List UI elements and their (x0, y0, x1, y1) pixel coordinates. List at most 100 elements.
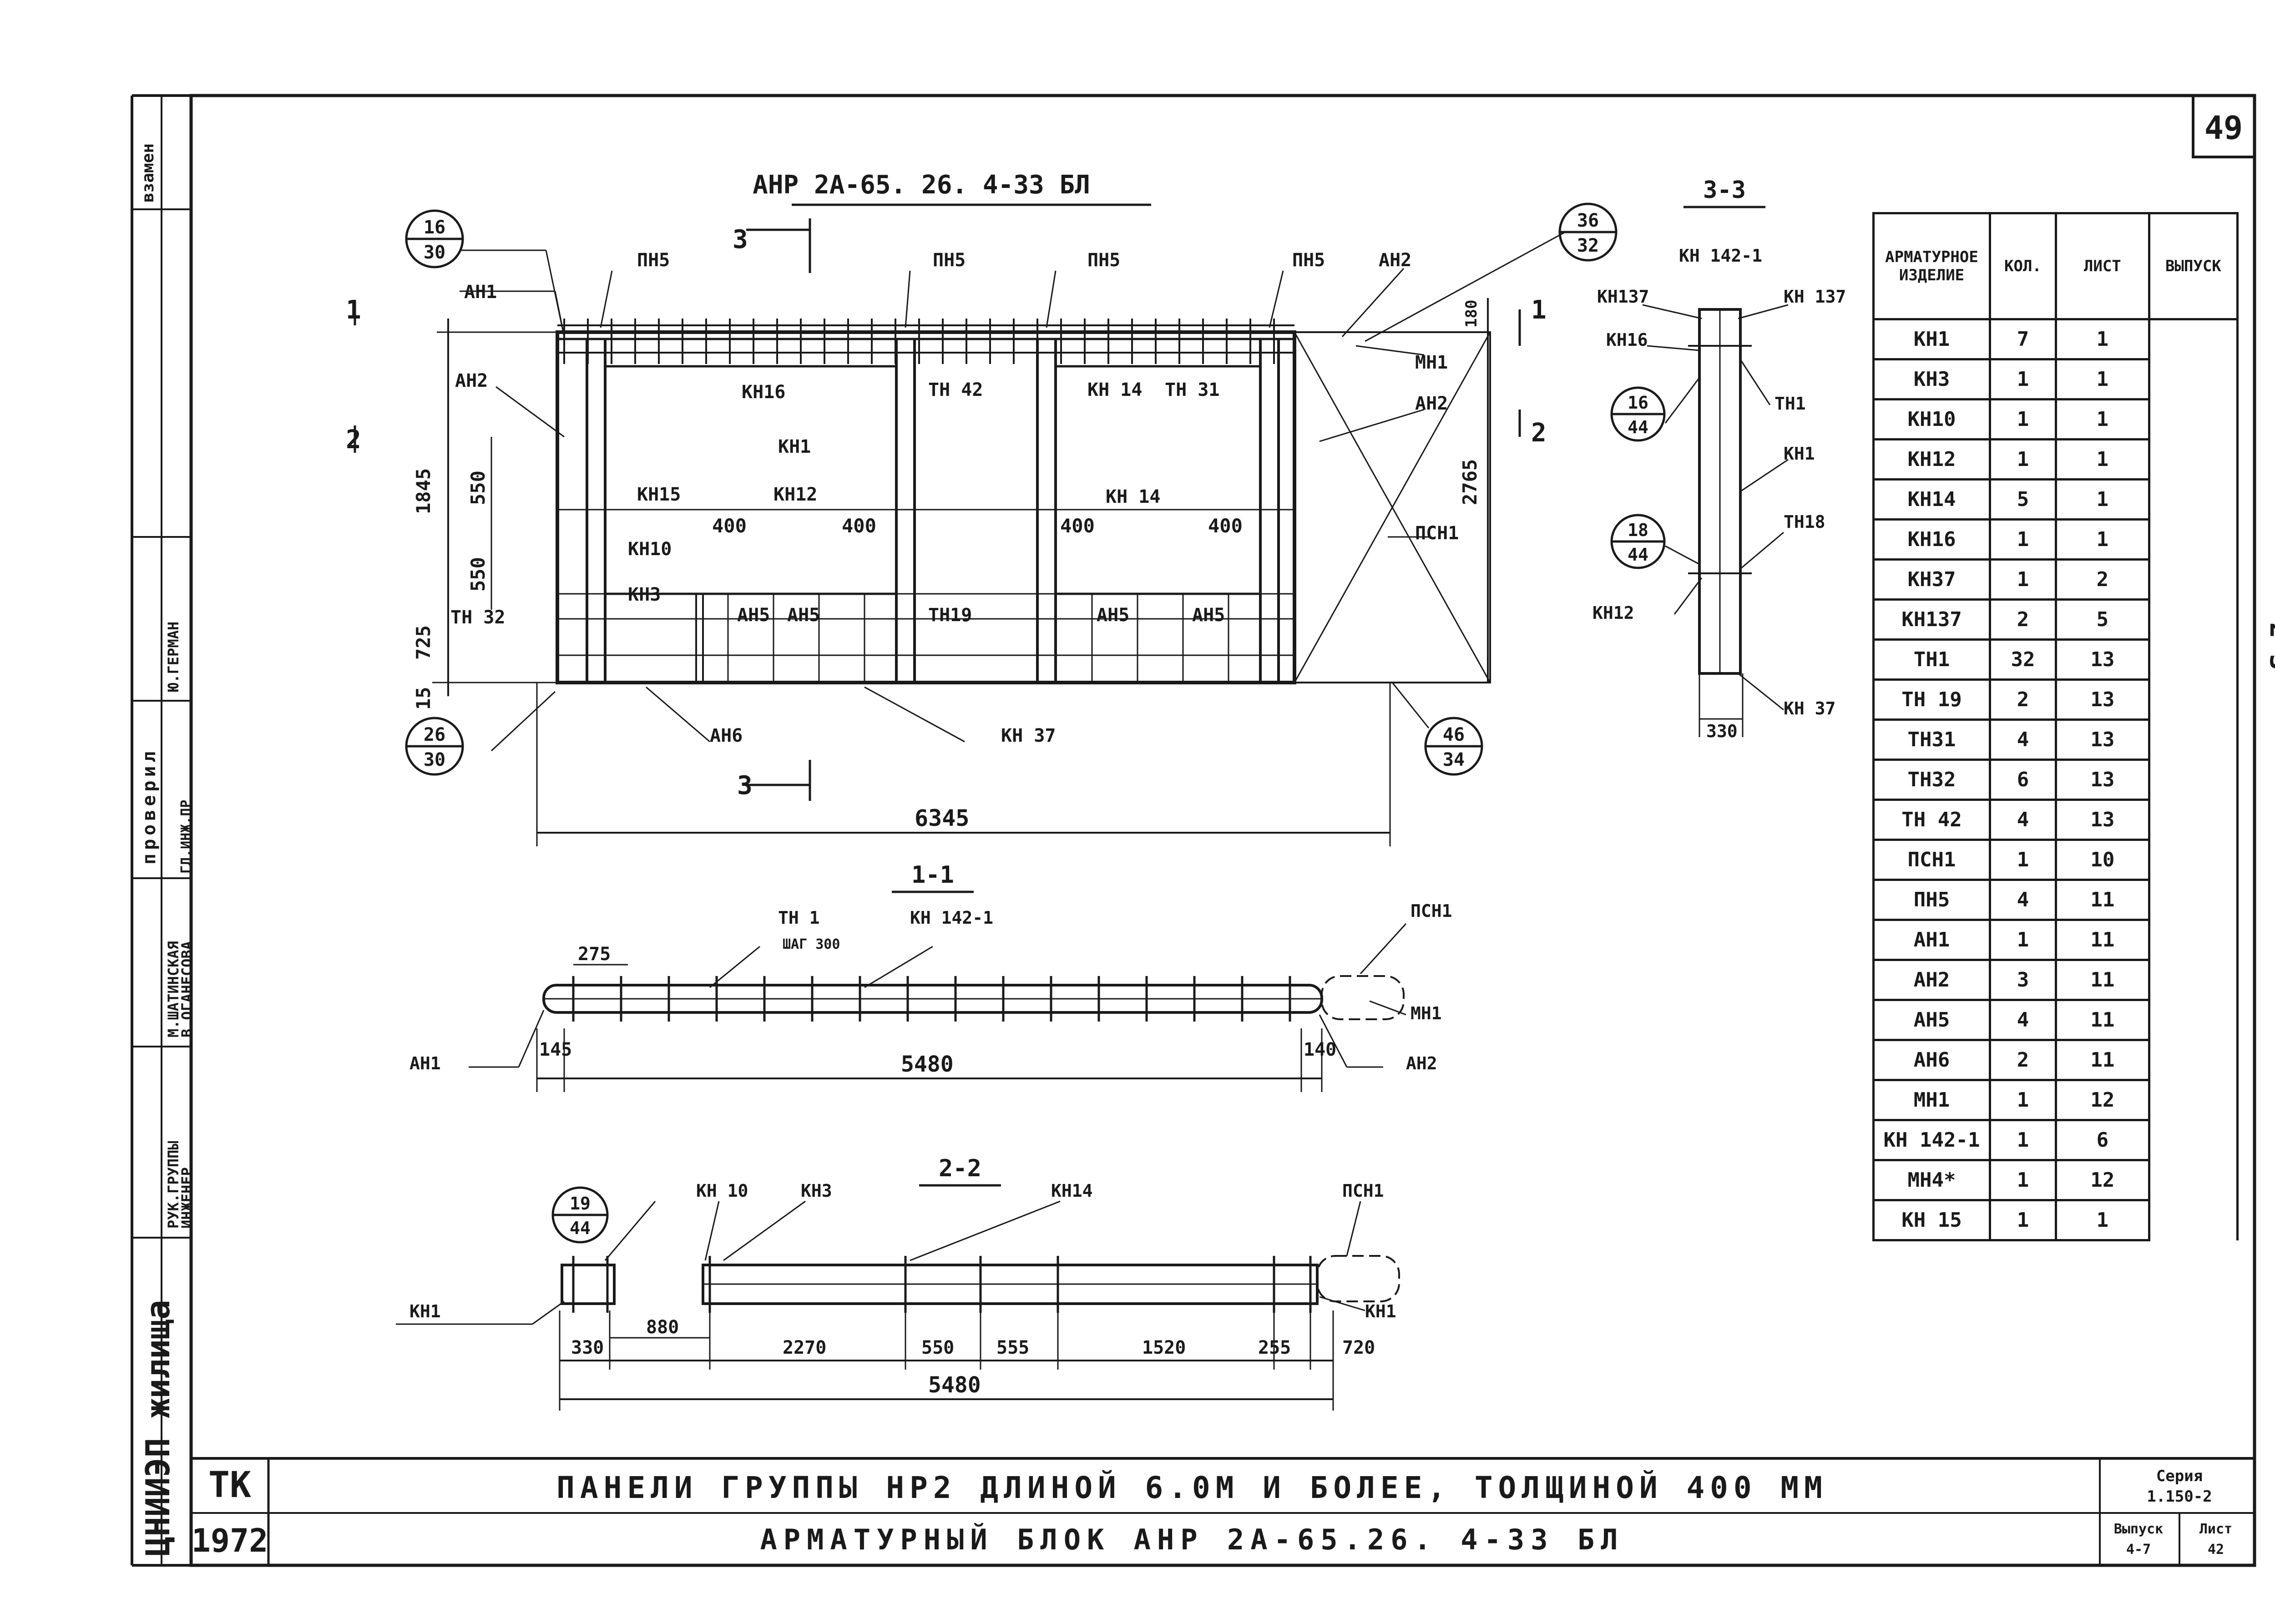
checked-label: проверил (139, 748, 160, 865)
spec-cell-empty (2148, 639, 2239, 680)
spec-header: ВЫПУСК (2148, 212, 2239, 320)
label: КН137 (1597, 287, 1649, 307)
callout-den: 44 (1628, 545, 1648, 565)
section-code: 2-3 (2264, 622, 2275, 670)
dim: 400 (1208, 515, 1243, 537)
dim: 145 (539, 1039, 572, 1060)
label: КН1 (1365, 1301, 1396, 1321)
label: ТН 42 (928, 379, 983, 400)
tk-mark: ТК (208, 1465, 251, 1506)
label: ПСН1 (1342, 1181, 1384, 1201)
spec-cell: 4 (1988, 879, 2057, 921)
label: АН2 (1379, 250, 1411, 271)
dim: 550 (921, 1337, 954, 1358)
panel-elevation: АНР 2А-65. 26. 4-33 БЛ (346, 170, 1618, 846)
label: КН12 (774, 484, 817, 505)
title-line-1: ПАНЕЛИ ГРУППЫ НР2 ДЛИНОЙ 6.0М И БОЛЕЕ, Т… (556, 1470, 1828, 1505)
dim: 330 (1706, 721, 1738, 741)
section-2-2: 2-2 (396, 1155, 1400, 1411)
spec-header: ЛИСТ (2054, 212, 2150, 320)
issue-label: Выпуск (2114, 1521, 2163, 1537)
spec-cell-empty (2148, 439, 2239, 480)
dim: 330 (571, 1337, 604, 1358)
spec-cell: 1 (1988, 1159, 2057, 1201)
cut-mark: 3 (737, 771, 753, 800)
spec-cell: КН12 (1872, 438, 1991, 481)
org-stamp: ЦНИИЭП жилища (139, 1300, 177, 1556)
spec-cell-empty (2148, 759, 2239, 800)
label: ПСН1 (1410, 901, 1452, 921)
spec-cell: 1 (1988, 1119, 2057, 1161)
dim: 2765 (1459, 459, 1481, 505)
spec-cell: КН3 (1872, 358, 1991, 400)
spec-cell-empty (2148, 399, 2239, 440)
dim: 5480 (901, 1052, 954, 1077)
elevation-title: АНР 2А-65. 26. 4-33 БЛ (753, 170, 1090, 200)
spec-cell-empty (2148, 559, 2239, 600)
spec-cell: 12 (2054, 1159, 2150, 1201)
spec-cell-empty (2148, 1080, 2239, 1120)
label: МН1 (1410, 1003, 1442, 1023)
spec-cell-empty (2148, 799, 2239, 840)
spec-cell: КН1 (1872, 318, 1991, 360)
dim: 550 (467, 471, 489, 505)
label: ТН 32 (450, 607, 505, 628)
spec-cell-empty (2148, 1040, 2239, 1080)
series-value: 1.150-2 (2147, 1487, 2212, 1506)
spec-cell-empty (2148, 479, 2239, 520)
label: КН14 (1051, 1181, 1093, 1201)
label: КН1 (410, 1301, 441, 1321)
dim: 180 (1462, 300, 1481, 328)
spec-cell-empty (2148, 1000, 2239, 1040)
spec-cell: 1 (2054, 318, 2150, 360)
label: КН16 (742, 382, 785, 403)
spec-cell: 1 (1988, 1079, 2057, 1121)
spec-cell: 1 (2054, 438, 2150, 481)
label: КН 142-1 (910, 908, 993, 928)
dim: 140 (1304, 1039, 1336, 1060)
spec-cell: КН14 (1872, 478, 1991, 521)
stamp-name: Ю.ГЕРМАН (165, 621, 182, 692)
spec-header: КОЛ. (1988, 212, 2057, 320)
spec-cell: 1 (1988, 518, 2057, 561)
section-1-1: 1-1 ТН 1 ШАГ 300 КН 142-1 ПСН1 МН1 АН1 А… (410, 861, 1452, 1092)
callout-den: 30 (424, 242, 445, 263)
label: КН3 (801, 1181, 832, 1201)
stamp-role: ИНЖЕНЕР (178, 1167, 196, 1229)
callout-num: 26 (424, 724, 445, 745)
spec-cell: 13 (2054, 638, 2150, 681)
dim: 15 (412, 687, 435, 710)
stamp-name: В.ОГАНЕСОВА (178, 941, 196, 1037)
spec-cell: 2 (2054, 558, 2150, 601)
spec-cell-empty (2148, 920, 2239, 960)
series-label: Серия (2156, 1467, 2203, 1485)
label: АН5 (787, 605, 820, 626)
spec-cell: 1 (2054, 518, 2150, 561)
label: КН 142-1 (1679, 246, 1762, 266)
dim: 275 (578, 944, 611, 965)
sheet-number: 49 (2204, 109, 2243, 147)
spec-cell-empty (2148, 960, 2239, 1000)
spec-cell: ТН31 (1872, 718, 1991, 761)
spec-cell-empty (2148, 1200, 2239, 1240)
spec-cell: 13 (2054, 678, 2150, 721)
callout-den: 30 (424, 749, 445, 770)
spec-cell-empty (2148, 679, 2239, 720)
callout-num: 46 (1443, 724, 1465, 745)
callout-num: 16 (1628, 393, 1648, 413)
spec-cell: МН4* (1872, 1159, 1991, 1201)
label: КН 10 (696, 1181, 748, 1201)
spec-cell: ТН 19 (1872, 678, 1991, 721)
sheet-frame (131, 94, 2256, 1567)
spec-header: АРМАТУРНОЕ ИЗДЕЛИЕ (1872, 212, 1991, 320)
spec-cell: КН37 (1872, 558, 1991, 601)
label: ТН 31 (1165, 379, 1219, 400)
